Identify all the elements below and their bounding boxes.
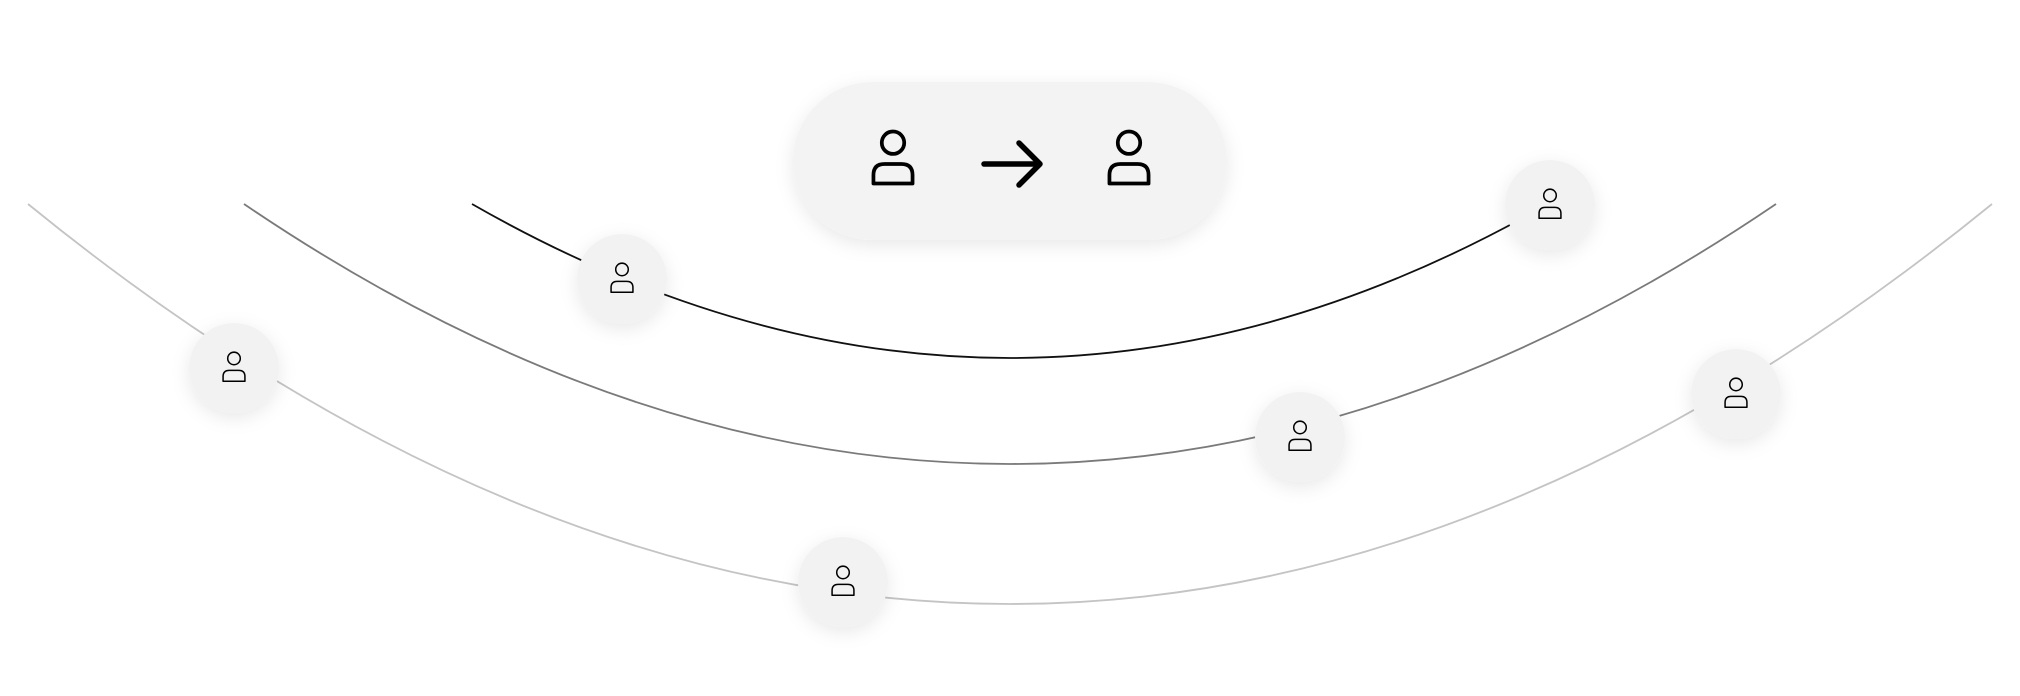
user-node-inner-right bbox=[1505, 160, 1595, 250]
user-node-outer-bottom bbox=[798, 537, 888, 627]
user-node-middle-left bbox=[189, 323, 279, 413]
outer-arc bbox=[27, 203, 1993, 605]
user-node-middle-right bbox=[1255, 392, 1345, 482]
middle-arc bbox=[243, 203, 1777, 465]
user-node-outer-right bbox=[1691, 349, 1781, 439]
header-pill bbox=[793, 82, 1227, 240]
transfer-header bbox=[793, 82, 1227, 240]
arrow-right-icon bbox=[981, 140, 1043, 188]
user-node-inner-left bbox=[577, 234, 667, 324]
